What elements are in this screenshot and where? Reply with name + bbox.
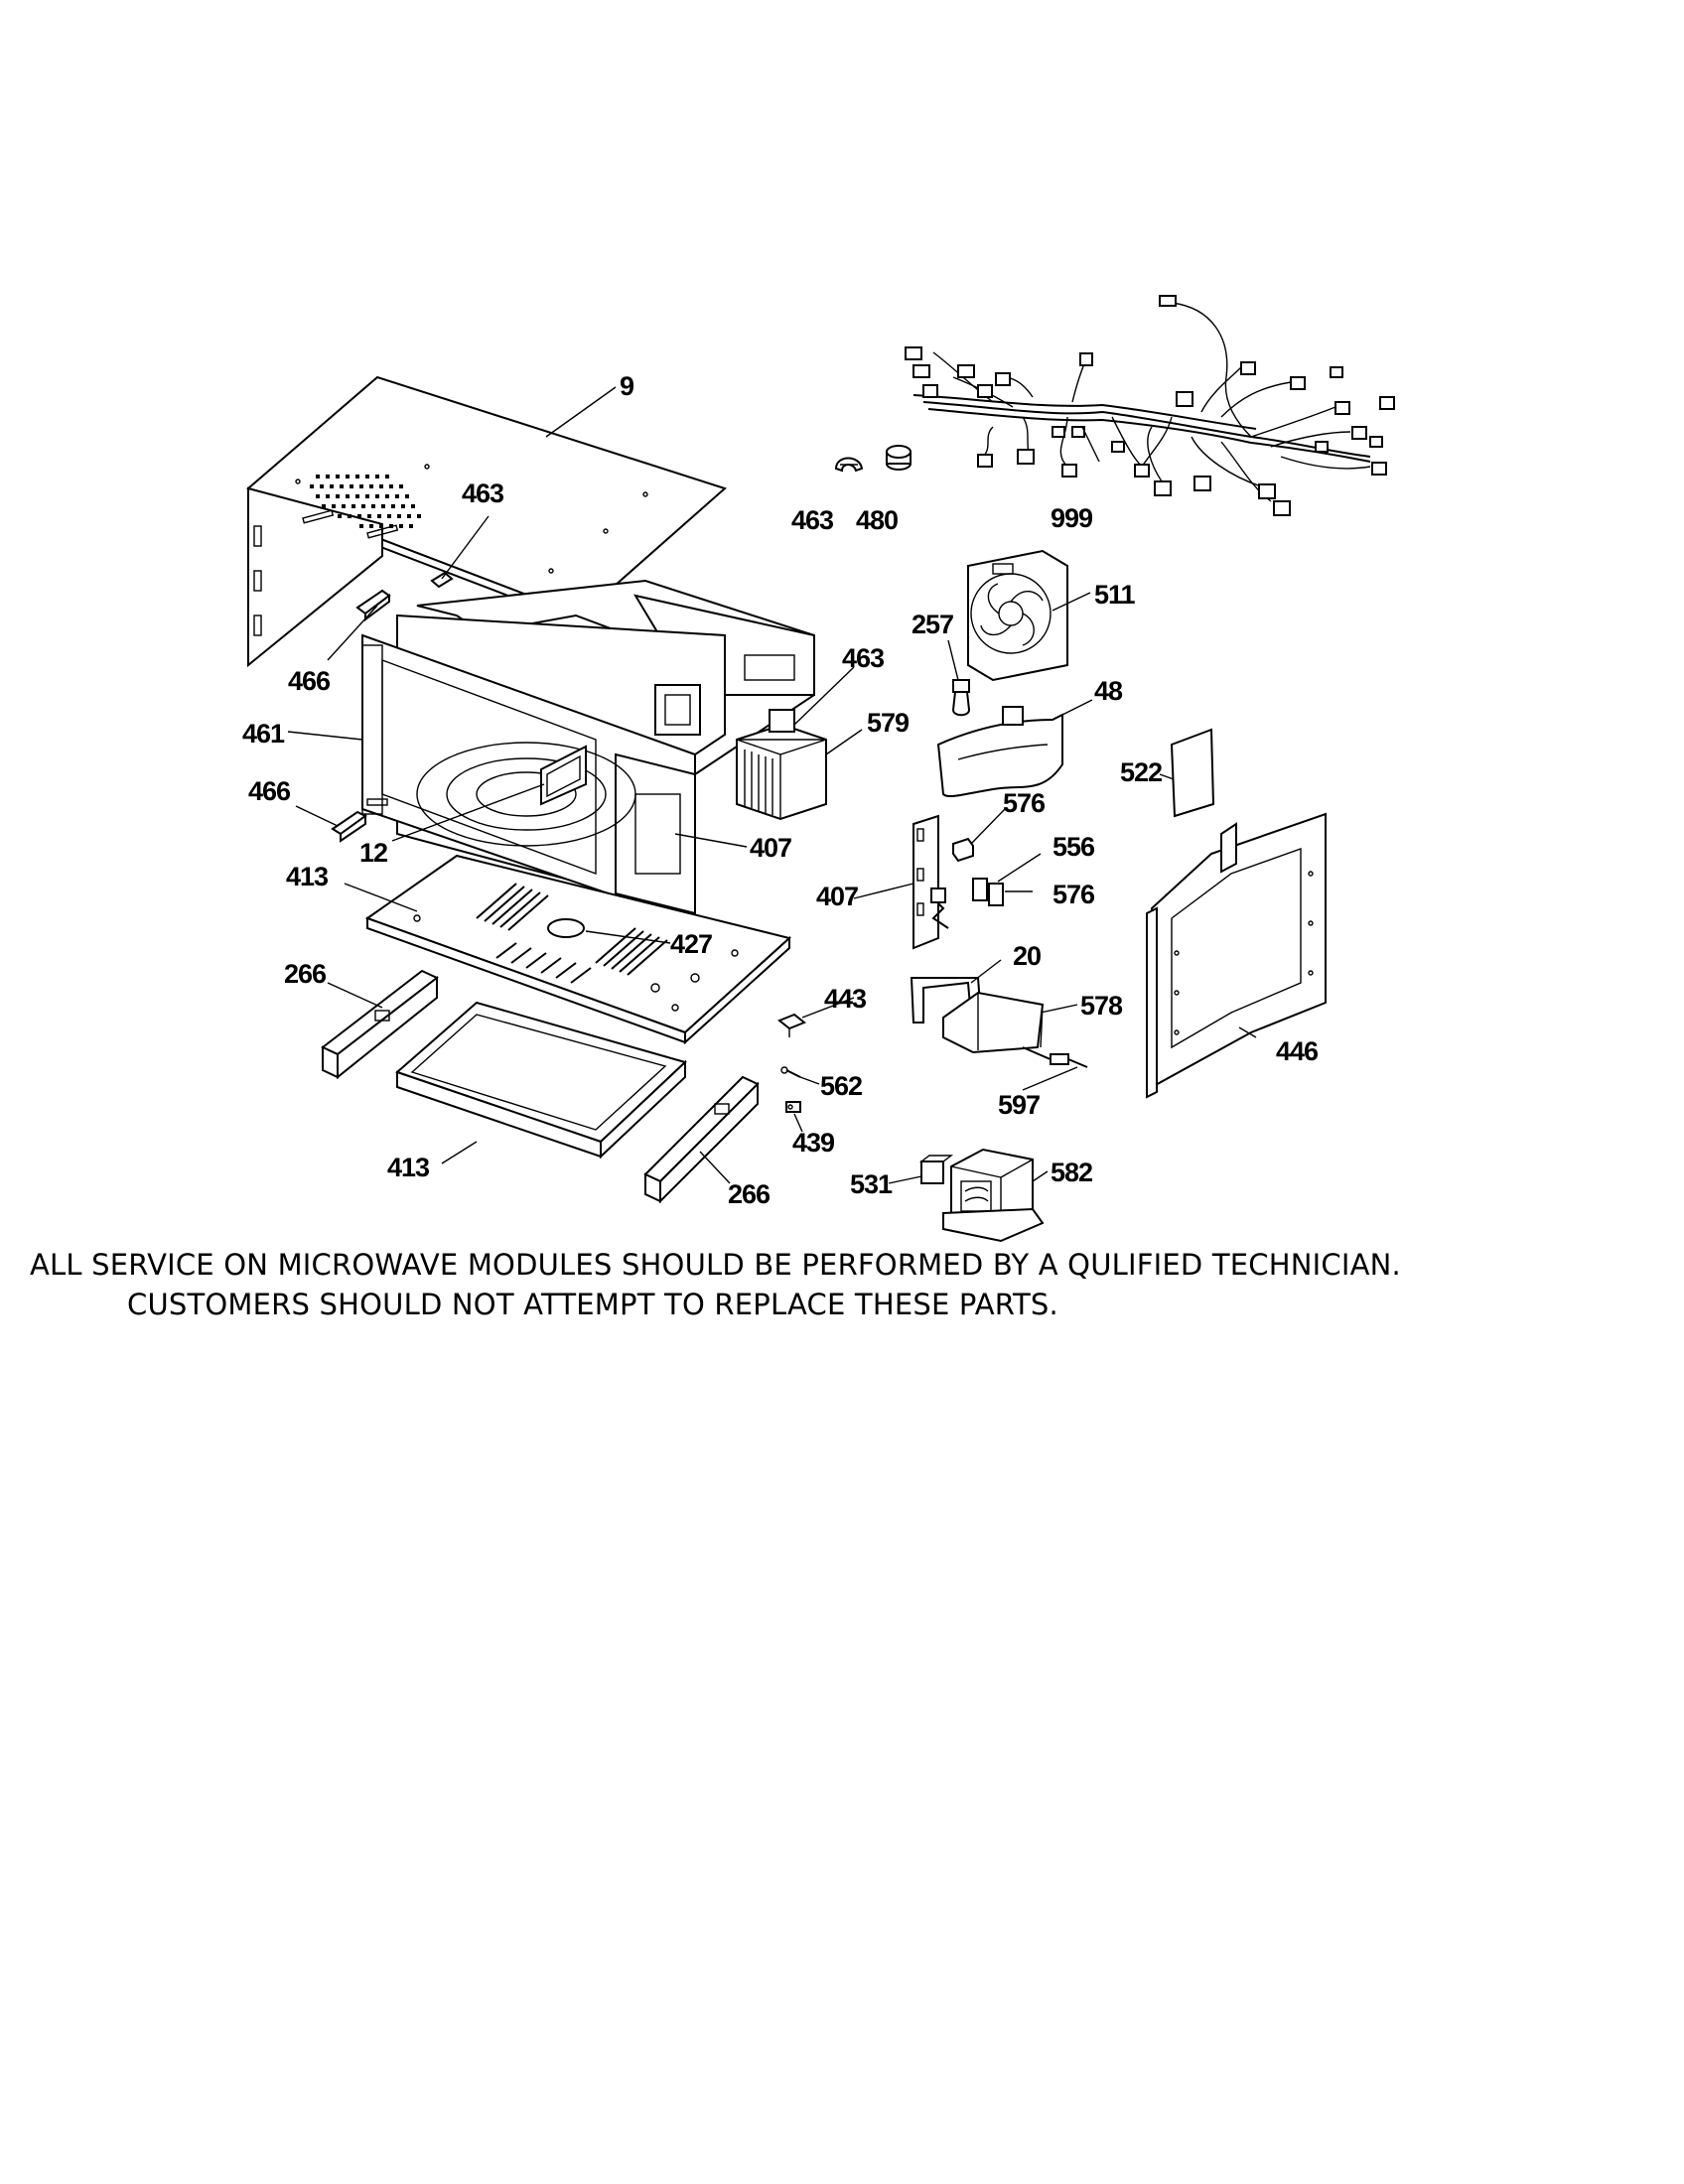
label-463-right: 463 xyxy=(842,643,885,673)
clip-463-top xyxy=(430,571,454,589)
capacitor-bracket-part xyxy=(910,977,983,1024)
label-579: 579 xyxy=(867,708,910,738)
waveguide-cover-part xyxy=(540,745,587,806)
leader-lines xyxy=(287,386,1257,1184)
label-407-b: 407 xyxy=(816,882,858,911)
fan-motor-part xyxy=(967,549,1068,682)
label-413-a: 413 xyxy=(286,862,329,891)
label-466-b: 466 xyxy=(248,776,291,806)
label-413-b: 413 xyxy=(387,1153,430,1182)
callout-labels: 9 463 463 480 999 511 257 463 48 579 466… xyxy=(242,371,1320,1209)
rail-part-left xyxy=(321,969,439,1080)
label-576-b: 576 xyxy=(1052,880,1095,909)
label-522: 522 xyxy=(1120,757,1162,787)
base-vent-slots xyxy=(476,883,668,984)
label-446: 446 xyxy=(1276,1036,1319,1066)
label-466-a: 466 xyxy=(288,666,331,696)
label-562: 562 xyxy=(820,1071,862,1101)
label-463-small: 463 xyxy=(791,505,834,535)
label-511: 511 xyxy=(1094,580,1136,610)
label-999: 999 xyxy=(1051,503,1093,533)
label-531: 531 xyxy=(850,1169,893,1199)
label-407-a: 407 xyxy=(750,833,791,863)
label-9: 9 xyxy=(620,371,634,401)
label-556: 556 xyxy=(1052,832,1095,862)
label-443: 443 xyxy=(824,984,867,1014)
bracket-466-upper xyxy=(355,589,391,621)
magnetron-part xyxy=(736,709,827,821)
label-427: 427 xyxy=(670,929,712,959)
wire-harness-part xyxy=(905,295,1395,516)
air-duct-part xyxy=(936,706,1063,798)
label-266-b: 266 xyxy=(728,1179,771,1209)
latch-board-part xyxy=(912,814,949,950)
bottom-tray-part xyxy=(395,1001,687,1160)
part-439 xyxy=(785,1101,801,1113)
rail-part-right xyxy=(643,1075,760,1204)
thermostat-480-part xyxy=(886,445,912,471)
label-20: 20 xyxy=(1013,941,1041,971)
switch-576-upper xyxy=(952,837,974,863)
label-597: 597 xyxy=(998,1090,1040,1120)
side-panel-part xyxy=(1146,812,1327,1099)
lamp-257-part xyxy=(951,679,971,717)
service-notice-line-1: ALL SERVICE ON MICROWAVE MODULES SHOULD … xyxy=(30,1248,1401,1282)
label-257: 257 xyxy=(912,610,953,639)
transformer-part xyxy=(942,1148,1045,1243)
bracket-466-lower xyxy=(331,810,367,843)
base-plate-part xyxy=(364,854,792,1045)
label-576-a: 576 xyxy=(1003,788,1046,818)
label-578: 578 xyxy=(1080,991,1123,1021)
label-461: 461 xyxy=(242,719,285,749)
vent-holes xyxy=(310,475,421,528)
part-531 xyxy=(918,1155,954,1184)
label-48: 48 xyxy=(1094,676,1123,706)
label-439: 439 xyxy=(792,1128,835,1158)
diode-part xyxy=(1022,1046,1088,1068)
label-12: 12 xyxy=(359,838,387,868)
label-463-top: 463 xyxy=(462,478,504,508)
grommet-463-part xyxy=(834,457,864,473)
label-582: 582 xyxy=(1051,1158,1092,1187)
part-443 xyxy=(777,1013,806,1037)
shield-522-part xyxy=(1170,728,1215,818)
label-266-a: 266 xyxy=(284,959,327,989)
capacitor-part xyxy=(942,991,1045,1054)
outer-case-part xyxy=(246,375,727,668)
part-562 xyxy=(780,1066,801,1078)
service-notice-line-2: CUSTOMERS SHOULD NOT ATTEMPT TO REPLACE … xyxy=(127,1288,1058,1321)
label-480: 480 xyxy=(856,505,898,535)
switch-556-part xyxy=(972,878,1004,906)
